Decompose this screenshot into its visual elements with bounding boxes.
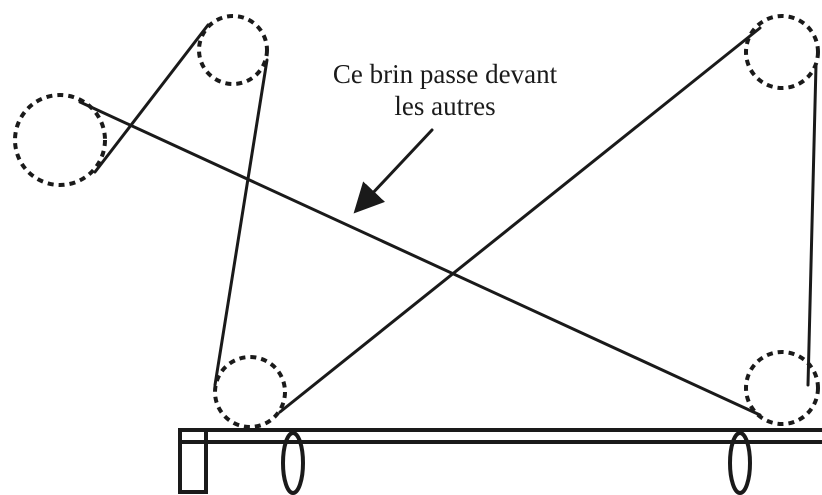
- strand-top-left-to-bottom-left: [213, 58, 269, 387]
- base-ring-right: [728, 431, 752, 495]
- base-post: [178, 428, 208, 494]
- strand-far-left-to-top-left: [93, 23, 210, 174]
- pulley-far-left: [13, 93, 107, 187]
- pulley-top-left: [197, 14, 269, 86]
- pulley-top-right: [744, 14, 820, 90]
- annotation-line-2: les autres: [394, 91, 496, 121]
- base-rail: [178, 428, 822, 444]
- base-ring-left: [281, 431, 305, 495]
- strand-front-diagonal: [78, 100, 762, 417]
- strand-right-vertical: [806, 63, 818, 387]
- pulley-bottom-right: [744, 350, 820, 426]
- pulley-bottom-left: [213, 355, 287, 429]
- annotation-line-1: Ce brin passe devant: [332, 59, 558, 89]
- strand-bottom-left-to-top-right: [278, 26, 762, 414]
- annotation-arrow: [353, 128, 434, 214]
- annotation-label: Ce brin passe devant les autres: [300, 58, 590, 122]
